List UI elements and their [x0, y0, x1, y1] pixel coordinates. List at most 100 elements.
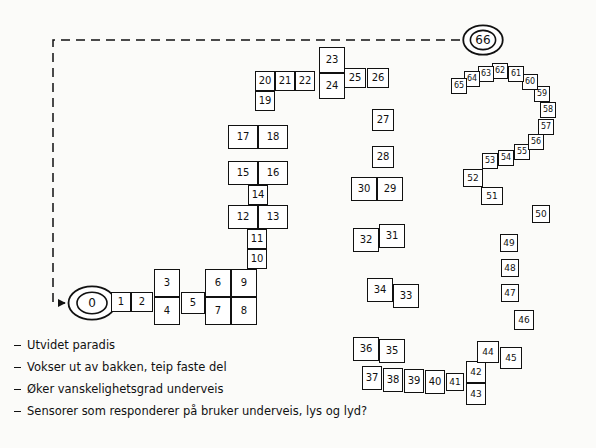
board-square: 27	[372, 109, 394, 131]
square-number: 30	[358, 184, 371, 194]
dashed-return-arrow	[53, 40, 460, 303]
square-number: 0	[88, 297, 96, 309]
board-square: 40	[425, 370, 445, 394]
board-square: 63	[478, 66, 494, 82]
square-number: 4	[164, 306, 170, 316]
square-number: 61	[511, 70, 521, 78]
square-number: 42	[470, 368, 481, 377]
square-number: 14	[252, 190, 265, 200]
board-square: 21	[275, 71, 295, 91]
board-square: 26	[367, 68, 389, 88]
square-number: 40	[429, 377, 442, 387]
square-number: 33	[400, 291, 413, 301]
board-square: 36	[353, 337, 379, 361]
square-number: 44	[482, 348, 493, 357]
square-number: 24	[326, 81, 339, 91]
square-number: 15	[237, 168, 250, 178]
notes: Utvidet paradisVokser ut av bakken, teip…	[14, 334, 367, 422]
board-square: 4	[154, 297, 180, 325]
board-square: 23	[319, 47, 345, 73]
square-number: 39	[408, 376, 421, 386]
square-number: 53	[485, 157, 495, 165]
board-square: 19	[255, 91, 275, 111]
square-number: 38	[387, 375, 400, 385]
board-square: 39	[404, 369, 424, 393]
note-text: Utvidet paradis	[27, 338, 115, 352]
board-square: 52	[463, 169, 483, 187]
square-number: 10	[251, 254, 264, 264]
square-number: 13	[267, 212, 280, 222]
square-number: 41	[449, 378, 460, 387]
board-square: 13	[258, 205, 288, 229]
board-square: 37	[362, 366, 382, 390]
board-square: 29	[377, 177, 403, 201]
square-number: 22	[299, 76, 312, 86]
square-number: 63	[481, 70, 491, 78]
bullet-dash	[14, 367, 21, 368]
start-circle: 0	[67, 285, 117, 321]
bullet-dash	[14, 411, 21, 412]
board-square: 45	[500, 347, 522, 369]
square-number: 66	[475, 34, 490, 46]
board-square: 12	[228, 205, 258, 229]
square-number: 56	[531, 138, 541, 146]
square-number: 32	[360, 235, 373, 245]
square-number: 54	[501, 154, 511, 162]
board-square: 7	[205, 297, 231, 325]
square-number: 29	[384, 184, 397, 194]
note-line: Øker vanskelighetsgrad underveis	[14, 378, 367, 400]
square-number: 59	[537, 90, 547, 98]
board-square: 3	[154, 269, 180, 297]
board-square: 50	[532, 205, 550, 223]
square-number: 6	[215, 278, 221, 288]
square-number: 20	[259, 76, 272, 86]
board-square: 49	[500, 234, 518, 252]
board-square: 6	[205, 269, 231, 297]
square-number: 50	[535, 210, 546, 219]
note-text: Øker vanskelighetsgrad underveis	[27, 382, 224, 396]
board-square: 56	[528, 134, 544, 150]
square-number: 21	[279, 76, 292, 86]
square-number: 25	[349, 73, 362, 83]
board-square: 31	[379, 224, 405, 248]
board-square: 62	[492, 63, 508, 79]
square-number: 1	[118, 297, 124, 307]
square-number: 49	[503, 239, 514, 248]
board-square: 15	[228, 161, 258, 185]
board-square: 47	[501, 284, 519, 302]
board-square: 33	[393, 284, 419, 308]
board-square: 42	[466, 361, 486, 383]
board-square: 53	[482, 153, 498, 169]
board-square: 1	[111, 292, 131, 312]
square-number: 16	[267, 168, 280, 178]
square-number: 58	[543, 106, 553, 114]
board-square: 24	[319, 73, 345, 99]
board-square: 54	[498, 150, 514, 166]
board-square: 35	[379, 339, 405, 363]
board-square: 20	[255, 71, 275, 91]
board-square: 11	[247, 229, 267, 249]
board-square: 34	[367, 278, 393, 302]
square-number: 7	[215, 306, 221, 316]
board-square: 25	[344, 68, 366, 88]
square-number: 34	[374, 285, 387, 295]
square-number: 43	[470, 390, 481, 399]
square-number: 55	[517, 148, 527, 156]
note-text: Vokser ut av bakken, teip faste del	[27, 360, 227, 374]
board-square: 32	[353, 228, 379, 252]
board-square: 22	[295, 71, 315, 91]
square-number: 12	[237, 212, 250, 222]
board-square: 38	[383, 368, 403, 392]
square-number: 2	[139, 297, 145, 307]
square-number: 65	[454, 82, 464, 90]
board-square: 51	[481, 187, 503, 205]
board-square: 28	[372, 146, 394, 168]
board-square: 10	[247, 249, 267, 269]
board-square: 46	[514, 310, 534, 330]
square-number: 3	[164, 278, 170, 288]
square-number: 51	[486, 192, 497, 201]
board-square: 9	[231, 269, 257, 297]
square-number: 52	[467, 174, 478, 183]
board-square: 30	[351, 177, 377, 201]
